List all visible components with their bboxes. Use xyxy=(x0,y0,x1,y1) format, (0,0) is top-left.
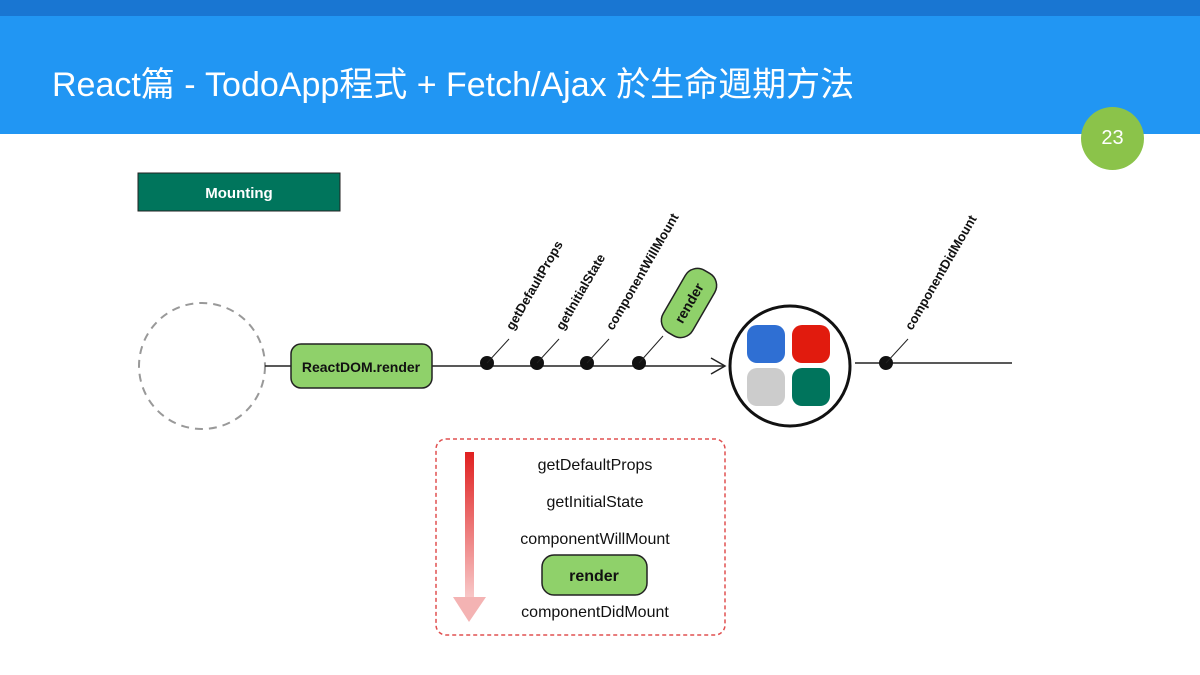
render-pill-rotated: render xyxy=(660,267,718,339)
order-item-render-node xyxy=(541,554,648,596)
app-tile-blue xyxy=(747,325,785,363)
order-item-get-initial-state: getInitialState xyxy=(547,494,644,511)
order-item-component-did-mount: componentDidMount xyxy=(521,604,669,621)
reactdom-render-node xyxy=(290,343,433,389)
render-pill-shape xyxy=(660,267,718,339)
tick-get-default-props xyxy=(486,338,510,364)
label-get-initial-state: getInitialState xyxy=(553,251,609,332)
app-tile-gray xyxy=(747,368,785,406)
label-component-did-mount: componentDidMount xyxy=(902,212,980,333)
lifecycle-order-box xyxy=(435,438,726,636)
order-arrow-head xyxy=(453,597,486,622)
order-item-render: render xyxy=(569,568,619,585)
app-tile-green xyxy=(792,368,830,406)
app-tile-red xyxy=(792,325,830,363)
order-item-component-will-mount: componentWillMount xyxy=(520,531,670,548)
mounting-phase-label: Mounting xyxy=(205,185,272,202)
slide-title: React篇 - TodoApp程式 + Fetch/Ajax 於生命週期方法 xyxy=(52,66,855,104)
timeline-arrowhead xyxy=(710,357,727,375)
unmounted-component-circle xyxy=(138,302,266,430)
title-bar xyxy=(0,16,1200,134)
tick-render xyxy=(638,335,664,364)
tick-component-did-mount xyxy=(885,338,909,364)
mounted-component-circle xyxy=(728,304,852,428)
order-item-get-default-props: getDefaultProps xyxy=(538,457,653,474)
page-number-badge: 23 xyxy=(1081,107,1144,170)
reactdom-render-label: ReactDOM.render xyxy=(302,359,421,375)
order-arrow-shaft xyxy=(465,452,474,598)
mounting-phase-box xyxy=(137,172,341,212)
tick-get-initial-state xyxy=(536,338,560,364)
header-top-strip xyxy=(0,0,1200,16)
tick-component-will-mount xyxy=(586,338,610,364)
